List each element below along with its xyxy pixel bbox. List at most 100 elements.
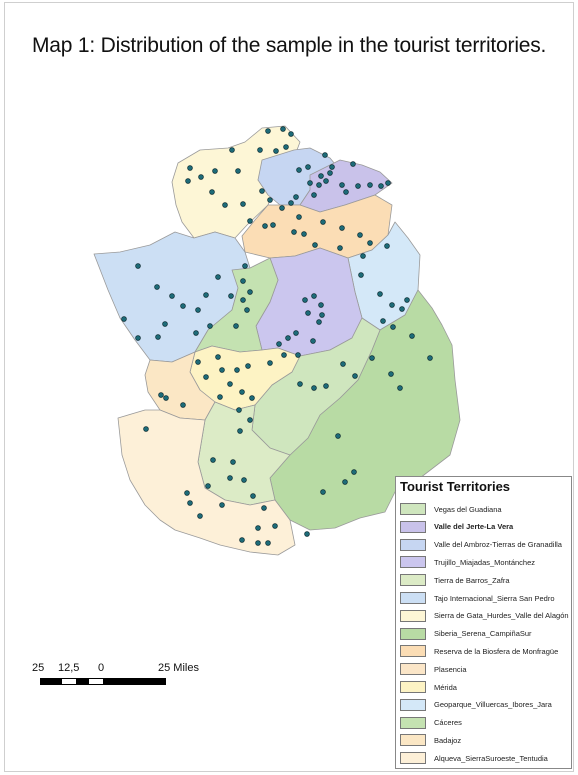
sample-point bbox=[327, 170, 333, 176]
sample-point bbox=[293, 194, 299, 200]
sample-point bbox=[198, 174, 204, 180]
legend-label: Alqueva_SierraSuroeste_Tentudia bbox=[434, 753, 548, 763]
sample-point bbox=[272, 523, 278, 529]
sample-point bbox=[197, 513, 203, 519]
sample-point bbox=[265, 540, 271, 546]
sample-point bbox=[219, 502, 225, 508]
legend-title: Tourist Territories bbox=[400, 479, 511, 494]
sample-point bbox=[302, 297, 308, 303]
sample-point bbox=[323, 383, 329, 389]
sample-point bbox=[323, 178, 329, 184]
sample-point bbox=[293, 330, 299, 336]
sample-point bbox=[230, 459, 236, 465]
legend-label: Tajo Internacional_Sierra San Pedro bbox=[434, 593, 555, 603]
sample-point bbox=[281, 352, 287, 358]
sample-point bbox=[343, 189, 349, 195]
sample-point bbox=[169, 293, 175, 299]
sample-point bbox=[307, 180, 313, 186]
sample-point bbox=[270, 222, 276, 228]
legend-swatch bbox=[400, 592, 426, 604]
sample-point bbox=[305, 310, 311, 316]
sample-point bbox=[255, 540, 261, 546]
sample-point bbox=[244, 307, 250, 313]
sample-point bbox=[245, 363, 251, 369]
sample-point bbox=[262, 223, 268, 229]
legend-item: Cáceres bbox=[400, 716, 462, 730]
sample-point bbox=[210, 457, 216, 463]
legend-swatch bbox=[400, 556, 426, 569]
sample-point bbox=[318, 173, 324, 179]
legend-item: Geoparque_Villuercas_Ibores_Jara bbox=[400, 698, 552, 712]
legend-label: Sierra de Gata_Hurdes_Valle del Alagón bbox=[434, 611, 569, 621]
scale-label: 25 Miles bbox=[158, 662, 199, 674]
legend-swatch bbox=[400, 734, 426, 747]
legend-label: Tierra de Barros_Zafra bbox=[434, 575, 510, 585]
sample-point bbox=[322, 152, 328, 158]
sample-point bbox=[267, 360, 273, 366]
legend-label: Badajoz bbox=[434, 735, 462, 745]
legend-label: Valle del Ambroz-Tierras de Granadilla bbox=[434, 540, 562, 550]
scale-bar: 25 12,5 0 25 Miles bbox=[30, 662, 199, 722]
sample-point bbox=[203, 374, 209, 380]
sample-point bbox=[296, 167, 302, 173]
sample-point bbox=[318, 302, 324, 308]
sample-point bbox=[311, 293, 317, 299]
sample-point bbox=[280, 126, 286, 132]
sample-point bbox=[240, 201, 246, 207]
sample-point bbox=[205, 483, 211, 489]
sample-point bbox=[305, 164, 311, 170]
legend-swatch bbox=[400, 538, 426, 551]
sample-point bbox=[311, 192, 317, 198]
sample-point bbox=[301, 231, 307, 237]
sample-point bbox=[222, 202, 228, 208]
sample-point bbox=[195, 359, 201, 365]
sample-point bbox=[212, 168, 218, 174]
sample-point bbox=[388, 371, 394, 377]
legend-item: Siberia_Serena_CampiñaSur bbox=[400, 627, 532, 641]
legend-label: Mérida bbox=[434, 682, 457, 692]
sample-point bbox=[285, 335, 291, 341]
sample-point bbox=[249, 395, 255, 401]
territory-alqueva[interactable] bbox=[117, 409, 296, 556]
sample-point bbox=[296, 214, 302, 220]
sample-point bbox=[288, 131, 294, 137]
sample-point bbox=[288, 200, 294, 206]
sample-point bbox=[227, 475, 233, 481]
sample-point bbox=[187, 500, 193, 506]
sample-point bbox=[185, 178, 191, 184]
legend-item: Sierra de Gata_Hurdes_Valle del Alagón bbox=[400, 609, 569, 623]
sample-point bbox=[385, 180, 391, 186]
sample-point bbox=[350, 161, 356, 167]
legend-label: Plasencia bbox=[434, 664, 467, 674]
scale-label: 25 bbox=[32, 662, 45, 674]
sample-point bbox=[427, 355, 433, 361]
sample-point bbox=[242, 263, 248, 269]
sample-point bbox=[162, 321, 168, 327]
legend-swatch bbox=[400, 698, 426, 711]
sample-point bbox=[121, 316, 127, 322]
sample-point bbox=[158, 392, 164, 398]
scale-segment bbox=[41, 679, 63, 684]
sample-point bbox=[320, 219, 326, 225]
sample-point bbox=[154, 284, 160, 290]
sample-point bbox=[329, 164, 335, 170]
legend-label: Reserva de la Biosfera de Monfragüe bbox=[434, 646, 559, 656]
sample-point bbox=[369, 355, 375, 361]
legend-item: Vegas del Guadiana bbox=[400, 502, 502, 516]
sample-point bbox=[335, 433, 341, 439]
sample-point bbox=[409, 333, 415, 339]
sample-point bbox=[217, 394, 223, 400]
sample-point bbox=[283, 144, 289, 150]
legend-swatch bbox=[400, 752, 426, 765]
sample-point bbox=[355, 183, 361, 189]
sample-point bbox=[237, 428, 243, 434]
sample-point bbox=[235, 168, 241, 174]
sample-point bbox=[310, 338, 316, 344]
sample-point bbox=[240, 278, 246, 284]
sample-point bbox=[247, 289, 253, 295]
sample-point bbox=[255, 525, 261, 531]
sample-point bbox=[155, 334, 161, 340]
legend-item: Alqueva_SierraSuroeste_Tentudia bbox=[400, 751, 548, 765]
sample-point bbox=[351, 469, 357, 475]
